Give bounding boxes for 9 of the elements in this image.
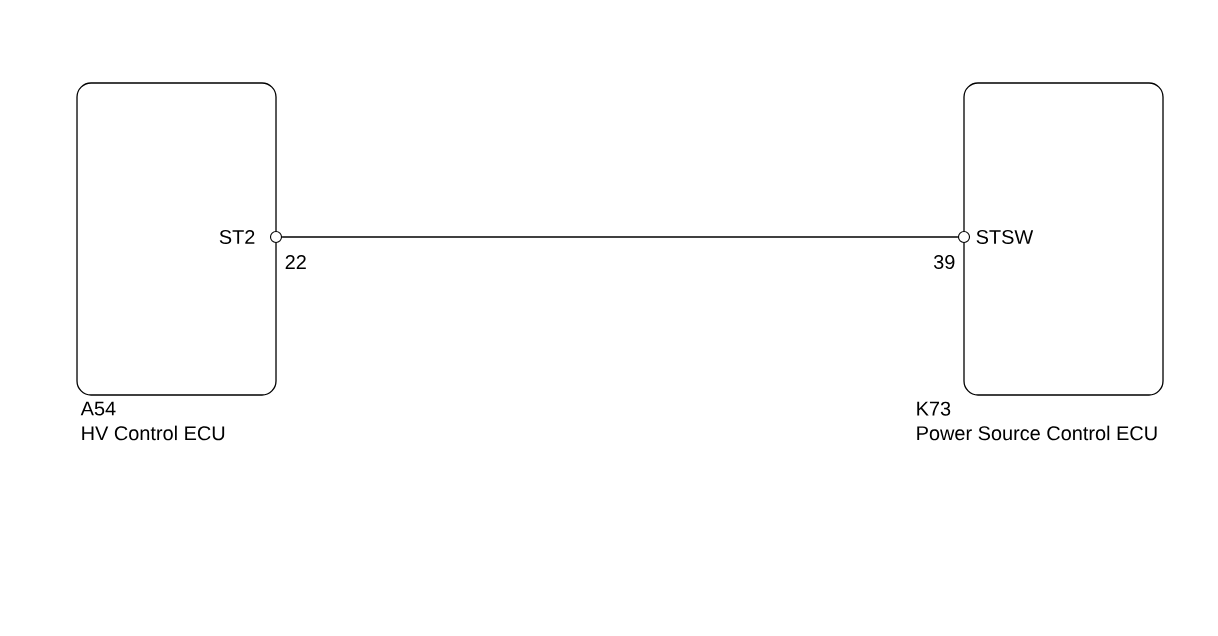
wire: [281, 236, 959, 238]
pin-name: STSW: [976, 229, 1034, 245]
component-name: Power Source Control ECU: [917, 425, 1157, 441]
pin-number: 22: [285, 255, 306, 269]
pin-name: ST2: [219, 229, 255, 245]
pin-number: 39: [933, 254, 955, 270]
connector-code: A54: [80, 401, 116, 416]
component-name: HV Control ECU: [82, 425, 225, 441]
connector-code: K73: [917, 401, 951, 416]
